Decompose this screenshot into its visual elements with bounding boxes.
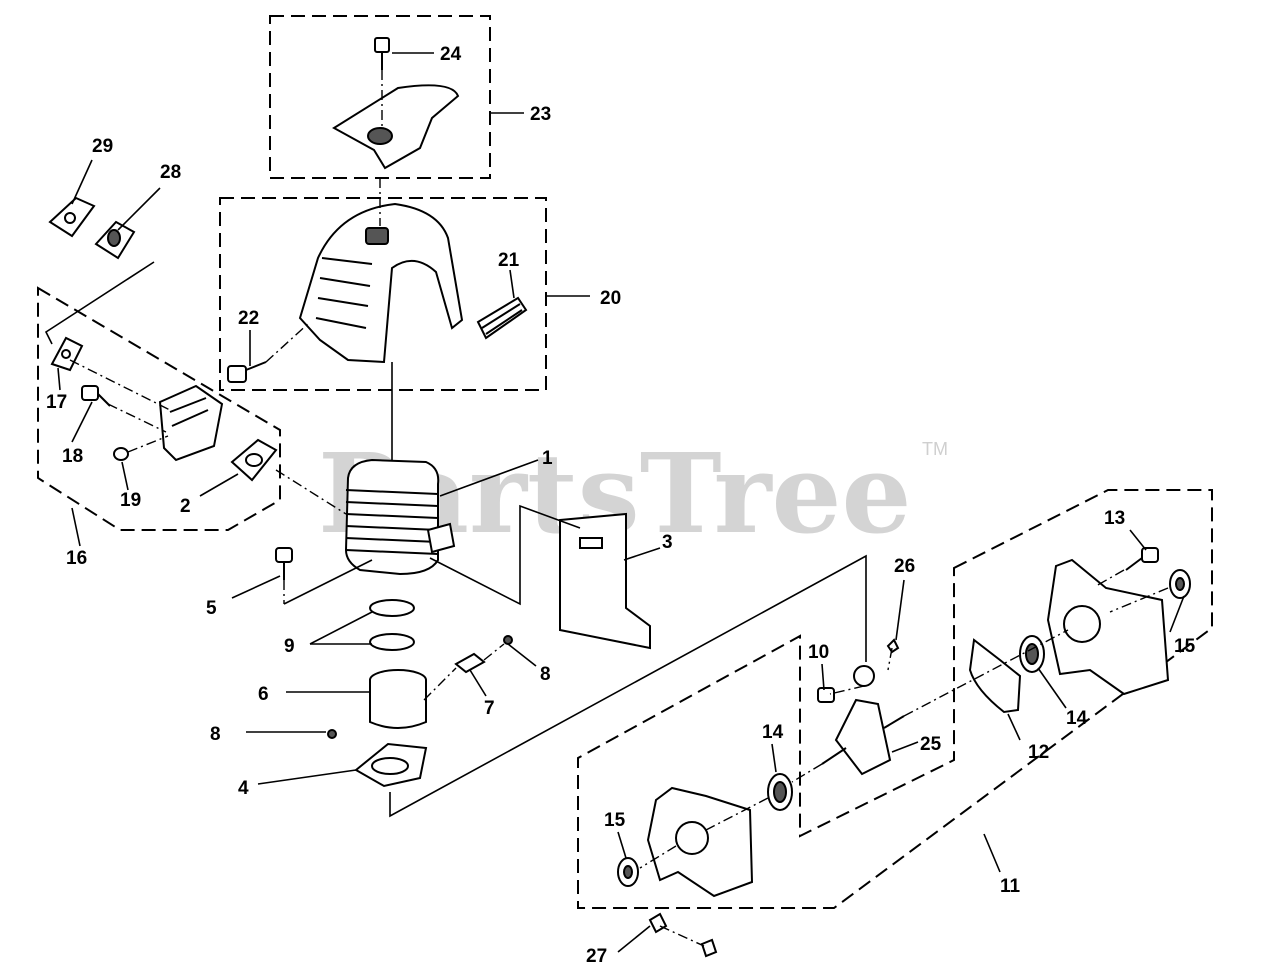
callout-8-lower: 8 [210, 724, 221, 745]
callout-26: 26 [894, 556, 915, 577]
piston-pin-7 [454, 652, 486, 674]
callout-27: 27 [586, 946, 607, 967]
callout-23: 23 [530, 104, 551, 125]
damper-27b [700, 938, 718, 958]
callout-9: 9 [284, 636, 295, 657]
callout-15-left: 15 [604, 810, 626, 831]
damper-27a [648, 912, 668, 934]
callout-14-left: 14 [762, 722, 784, 743]
clip-8b [327, 729, 337, 739]
muffler [158, 384, 224, 462]
screw-22 [227, 361, 267, 383]
callout-6: 6 [258, 684, 269, 705]
assembly-lines [44, 70, 1169, 947]
cylinder-shroud-20 [298, 202, 464, 364]
gasket-29 [48, 196, 96, 238]
callout-22: 22 [238, 308, 259, 329]
cylinder-1 [344, 458, 456, 576]
crankshaft-25 [821, 665, 905, 776]
crankcase-gasket-12 [968, 638, 1022, 714]
nut-19 [113, 447, 129, 461]
callout-28: 28 [160, 162, 181, 183]
callout-10: 10 [808, 642, 829, 663]
insulator-28 [94, 220, 136, 260]
group-box-16 [37, 286, 281, 531]
callout-2: 2 [180, 496, 191, 517]
leader-lines [57, 52, 1185, 953]
muffler-gasket-2 [230, 438, 278, 482]
seal-15a [617, 857, 639, 887]
screw-10 [817, 687, 835, 703]
screw-13 [1125, 547, 1159, 571]
heat-shield-3 [559, 512, 651, 650]
callout-15-right: 15 [1174, 636, 1196, 657]
callout-7: 7 [484, 698, 495, 719]
callout-1: 1 [542, 448, 553, 469]
callout-8-upper: 8 [540, 664, 551, 685]
callout-11: 11 [1000, 876, 1021, 897]
callout-29: 29 [92, 136, 113, 157]
screw-18 [81, 385, 111, 407]
bearing-14b [1019, 635, 1045, 673]
callout-17: 17 [46, 392, 67, 413]
gasket-17 [50, 336, 84, 372]
piston-ring-9a [369, 599, 415, 617]
bearing-14a [767, 773, 793, 811]
callout-3: 3 [662, 532, 673, 553]
callout-5: 5 [206, 598, 217, 619]
group-box-20 [219, 197, 547, 391]
callout-24: 24 [440, 44, 462, 65]
screw-5 [275, 547, 293, 580]
piston-ring-9b [369, 633, 415, 651]
callout-19: 19 [120, 490, 141, 511]
clip-8a [503, 635, 513, 645]
callout-18: 18 [62, 446, 83, 467]
crankcase-half-right [1046, 558, 1170, 696]
group-box-11 [577, 489, 1213, 909]
callout-16: 16 [66, 548, 87, 569]
callout-21: 21 [498, 250, 520, 271]
top-cover-plate-23 [332, 84, 460, 170]
callout-20: 20 [600, 288, 621, 309]
crankcase-half-left [646, 786, 754, 898]
rubber-pad-21 [476, 296, 528, 340]
seal-15b [1169, 569, 1191, 599]
watermark-trademark: TM [922, 439, 948, 459]
callout-12: 12 [1028, 742, 1049, 763]
base-gasket-4 [354, 742, 428, 788]
piston-6 [369, 669, 427, 729]
key-26 [886, 638, 900, 654]
screw-24 [374, 37, 390, 70]
callout-13: 13 [1104, 508, 1125, 529]
callout-14-right: 14 [1066, 708, 1088, 729]
callout-25: 25 [920, 734, 942, 755]
callout-4: 4 [238, 778, 249, 799]
